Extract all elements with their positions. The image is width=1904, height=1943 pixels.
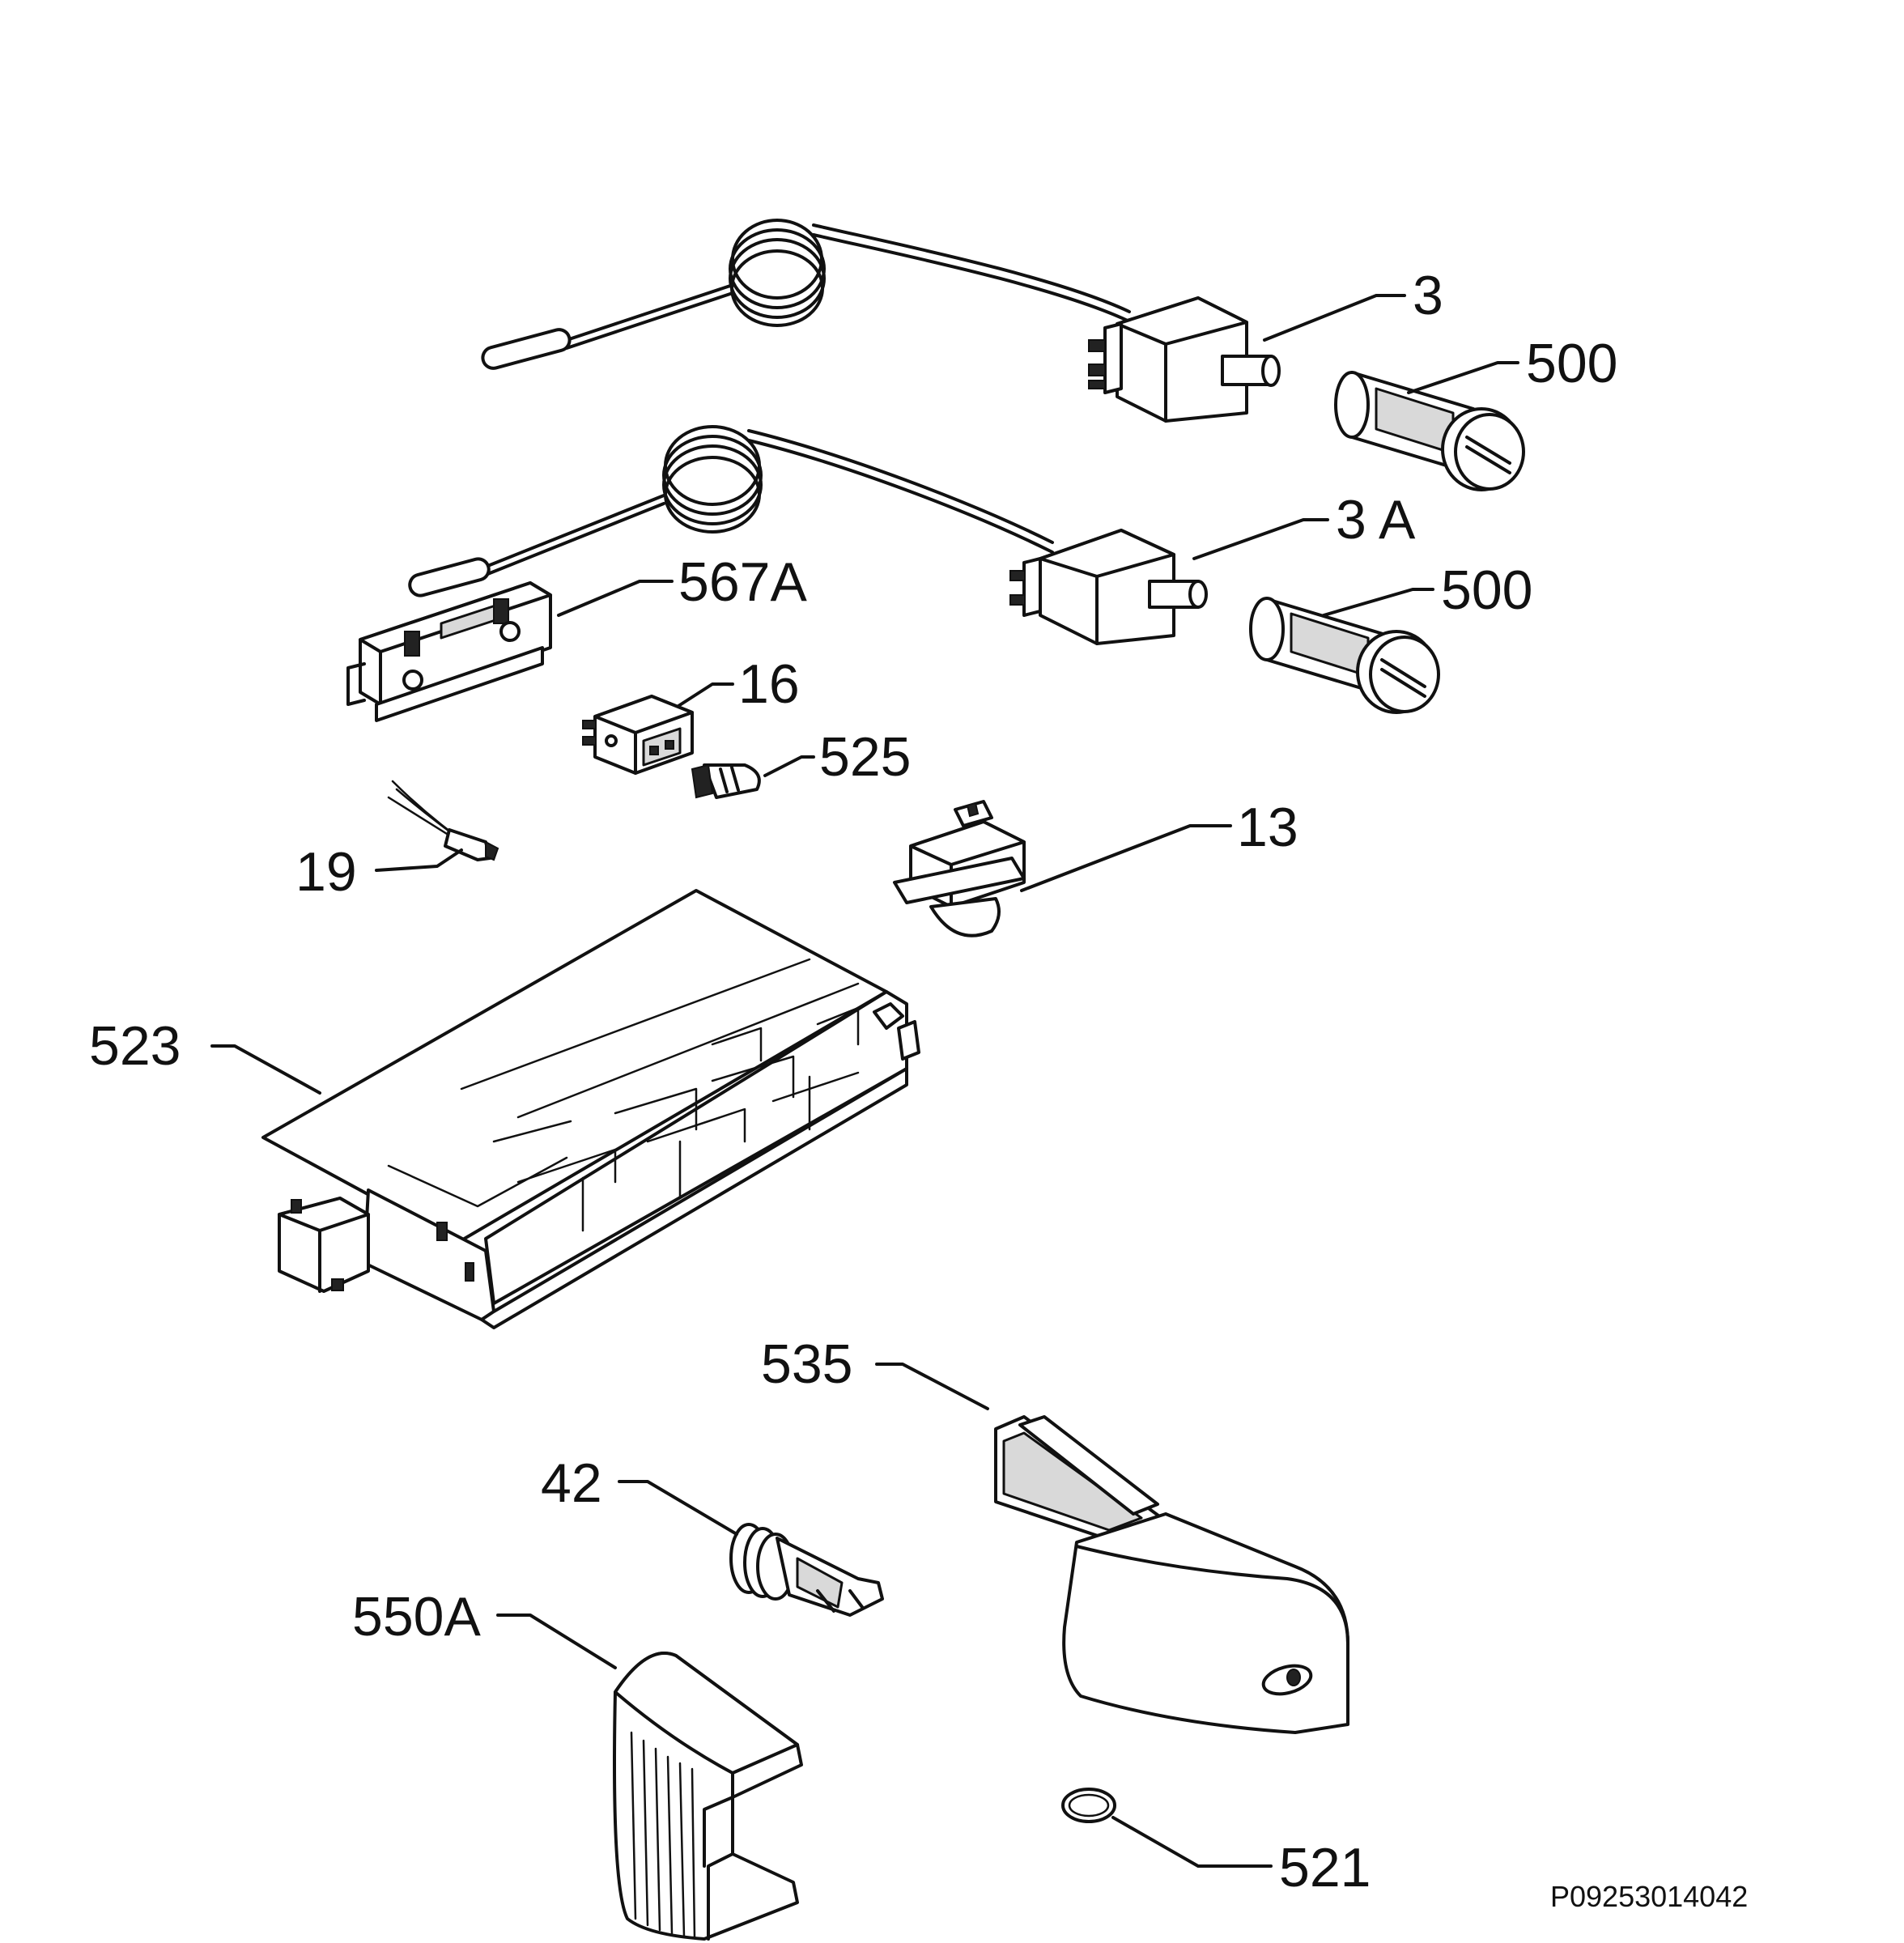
ring-part-521 <box>1061 1788 1116 1823</box>
callout-500-upper: 500 <box>1526 333 1617 394</box>
callout-523: 523 <box>89 1015 181 1077</box>
thermostat-part-3a <box>408 425 1208 645</box>
callout-3: 3 <box>1413 265 1443 326</box>
callout-550a: 550A <box>352 1586 481 1648</box>
end-cover-part-550a <box>613 1652 803 1941</box>
callout-16: 16 <box>738 653 800 715</box>
sensor-part-19 <box>387 780 499 861</box>
reference-code: P09253014042 <box>1550 1880 1748 1913</box>
lamp-part-525 <box>691 763 761 799</box>
knob-part-500-lower <box>1249 597 1440 714</box>
thermostat-part-3 <box>481 219 1281 423</box>
lamp-holder-part-42 <box>729 1523 884 1617</box>
callout-500-lower: 500 <box>1441 559 1532 621</box>
callout-525: 525 <box>819 726 911 788</box>
callout-19: 19 <box>295 841 357 903</box>
callout-521: 521 <box>1279 1837 1371 1898</box>
switch-part-16 <box>582 695 694 775</box>
callout-13: 13 <box>1237 797 1298 858</box>
callout-42: 42 <box>541 1452 602 1514</box>
door-switch-part-13 <box>893 800 1026 937</box>
control-housing-part-523 <box>261 889 920 1329</box>
callout-3a: 3 A <box>1336 489 1416 551</box>
cover-ribs <box>630 1731 696 1940</box>
callout-567a: 567A <box>678 551 807 613</box>
knob-part-500-upper <box>1334 371 1525 491</box>
terminal-block-part-567a <box>346 581 552 722</box>
control-cover-part-535 <box>994 1415 1349 1734</box>
callout-535: 535 <box>761 1333 852 1395</box>
